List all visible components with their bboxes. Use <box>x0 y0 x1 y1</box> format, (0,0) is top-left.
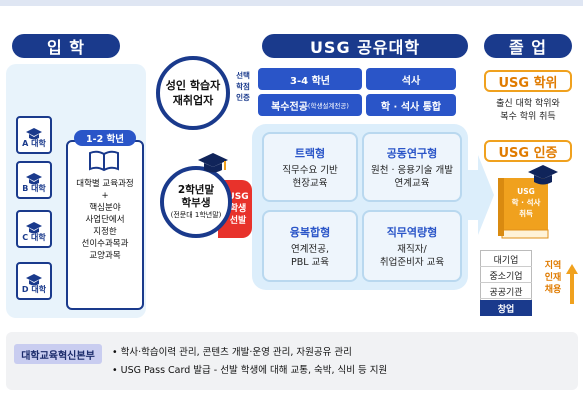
joint-research-cell: 공동연구형 원천 · 응용기술 개발 연계교육 <box>362 132 462 202</box>
cell-title: 공동연구형 <box>386 146 438 160</box>
sophomore-line3: (전문대 1학년말) <box>170 211 222 219</box>
cell-desc: 현장교육 <box>292 177 328 189</box>
side-note-line: 인증 <box>236 93 250 102</box>
startup-item: 창업 <box>480 300 532 316</box>
year12-line: + <box>101 191 109 201</box>
degree-desc-line: 출신 대학 학위와 <box>496 99 560 109</box>
double-major-note: (학생설계전공) <box>307 102 349 110</box>
graduation-cap-icon <box>196 152 230 176</box>
adult-learner-line2: 재취업자 <box>172 94 214 107</box>
selection-line: 학생 <box>229 204 247 214</box>
header-admission: 입 학 <box>12 34 120 58</box>
regional-line: 인재 <box>544 273 562 283</box>
footer-bullet: • 학사·학습이력 관리, 콘텐츠 개발·운영 관리, 자원공유 관리 <box>112 344 572 362</box>
cert-cap-icon <box>526 164 560 188</box>
year34-tile: 3-4 학년 <box>258 68 362 90</box>
convergence-cell: 융복합형 연계전공, PBL 교육 <box>262 210 358 282</box>
footer-bullets: • 학사·학습이력 관리, 콘텐츠 개발·운영 관리, 자원공유 관리 • US… <box>112 344 572 380</box>
selection-line: 선발 <box>229 216 247 226</box>
university-label: C 대학 <box>22 233 46 242</box>
header-graduation: 졸 업 <box>484 34 572 58</box>
regional-line: 채용 <box>544 285 562 295</box>
cell-desc: 취업준비자 교육 <box>379 256 445 268</box>
book-text-line: USG <box>517 187 535 196</box>
double-major-tile: 복수전공 (학생설계전공) <box>258 94 362 116</box>
regional-text: 지역 인재 채용 <box>538 260 568 296</box>
footer-bullet-text: 학사·학습이력 관리, 콘텐츠 개발·운영 관리, 자원공유 관리 <box>120 347 352 358</box>
year12-line: 사업단에서 <box>85 215 125 225</box>
year12-text: 대학별 교육과정 + 핵심분야 사업단에서 지정한 선이수과목과 교양과목 <box>68 178 142 262</box>
office-badge: 대학교육혁신본부 <box>14 344 102 364</box>
university-label: B 대학 <box>22 184 46 193</box>
year12-line: 지정한 <box>93 227 117 237</box>
masters-tile: 석사 <box>366 68 456 90</box>
university-b: B 대학 <box>16 161 52 199</box>
job-competency-cell: 직무역량형 재직자/ 취업준비자 교육 <box>362 210 462 282</box>
cell-title: 직무역량형 <box>386 225 438 239</box>
sophomore-circle: 2학년말 학부생 (전문대 1학년말) <box>160 166 232 238</box>
track-type-cell: 트랙형 직무수요 기반 현장교육 <box>262 132 358 202</box>
book-text-line: 학 · 석사 <box>511 198 541 207</box>
year12-label: 1-2 학년 <box>74 130 136 146</box>
cell-title: 융복합형 <box>289 225 331 239</box>
bullet-icon: • <box>112 365 121 376</box>
cell-title: 트랙형 <box>294 146 326 160</box>
side-note-line: 학점 <box>236 82 250 91</box>
adult-learner-line1: 성인 학습자 <box>165 79 221 92</box>
cell-desc: 연계전공, <box>291 243 329 255</box>
double-major-label: 복수전공 <box>271 101 308 113</box>
graduation-cap-icon <box>25 126 43 145</box>
book-icon <box>494 172 554 242</box>
integrated-tile: 학 · 석사 통합 <box>366 94 456 116</box>
book-text: USG 학 · 석사 취득 <box>502 186 550 219</box>
university-d: D 대학 <box>16 262 52 300</box>
degree-desc: 출신 대학 학위와 복수 학위 취득 <box>478 98 578 124</box>
year12-line: 선이수과목과 <box>81 239 129 249</box>
cell-desc: 원천 · 응용기술 개발 <box>371 164 453 176</box>
university-a: A 대학 <box>16 116 52 154</box>
flow-arrow <box>464 150 494 240</box>
side-note: 선택 학점 인증 <box>232 70 254 103</box>
usg-cert-label: USG 인증 <box>484 140 572 162</box>
header-usg: USG 공유대학 <box>262 34 468 58</box>
bullet-icon: • <box>112 347 121 358</box>
university-label: D 대학 <box>21 285 47 294</box>
top-bar <box>0 0 583 6</box>
regional-line: 지역 <box>544 261 562 271</box>
employer-item: 중소기업 <box>480 268 532 283</box>
book-icon <box>88 150 120 172</box>
footer-bullet-text: USG Pass Card 발급 - 선발 학생에 대해 교통, 숙박, 식비 … <box>120 365 388 376</box>
book-text-line: 취득 <box>519 209 533 218</box>
selection-line: USG <box>227 192 249 202</box>
sophomore-line1: 2학년말 <box>177 184 215 196</box>
cell-desc: 재직자/ <box>397 243 427 255</box>
university-c: C 대학 <box>16 210 52 248</box>
cell-desc: PBL 교육 <box>290 256 330 268</box>
sophomore-line2: 학부생 <box>181 197 211 209</box>
year12-line: 교양과목 <box>89 251 121 261</box>
year12-line: 핵심분야 <box>89 203 121 213</box>
year12-line: 대학별 교육과정 <box>76 179 134 189</box>
university-label: A 대학 <box>22 139 46 148</box>
graduation-cap-icon <box>25 272 43 291</box>
adult-learner-circle: 성인 학습자 재취업자 <box>156 56 230 130</box>
employer-item: 대기업 <box>480 252 532 267</box>
graduation-cap-icon <box>25 220 43 239</box>
up-arrow-icon <box>566 264 578 304</box>
cell-desc: 연계교육 <box>394 177 430 189</box>
usg-degree-label: USG 학위 <box>484 70 572 92</box>
footer-bullet: • USG Pass Card 발급 - 선발 학생에 대해 교통, 숙박, 식… <box>112 362 572 380</box>
graduation-cap-icon <box>25 171 43 190</box>
cell-desc: 직무수요 기반 <box>282 164 338 176</box>
side-note-line: 선택 <box>236 71 250 80</box>
employer-item: 공공기관 <box>480 284 532 299</box>
degree-desc-line: 복수 학위 취득 <box>500 112 556 122</box>
